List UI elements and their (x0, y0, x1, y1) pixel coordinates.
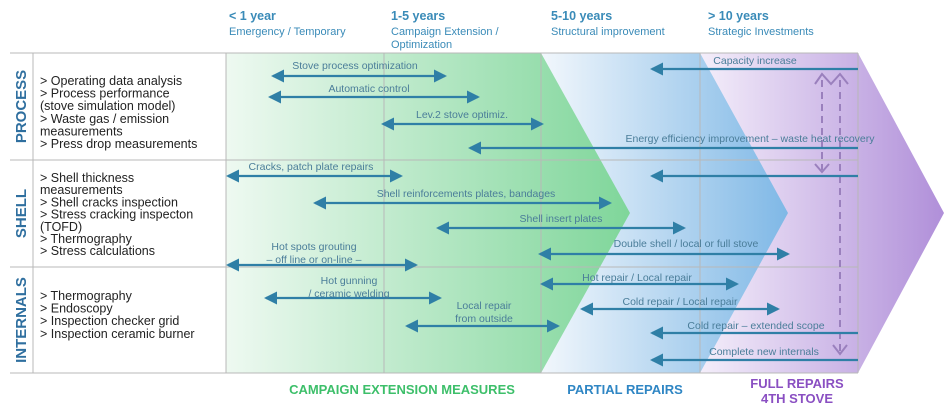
measure-arrow: Double shell / local or full stove (538, 238, 790, 261)
measure-label: Shell reinforcements plates, bandages (377, 188, 556, 200)
inspection-item: > Endoscopy (40, 302, 113, 316)
measure-label: Cold repair – extended scope (687, 320, 824, 332)
measure-label: – off line or on-line – (267, 254, 362, 266)
column-title: 1-5 years (391, 9, 445, 23)
column-subtitle: Optimization (391, 39, 452, 51)
inspection-item: > Stress cracking inspecton (40, 208, 193, 222)
measure-label: from outside (455, 313, 513, 325)
row-labels: PROCESS SHELL INTERNALS (13, 70, 30, 363)
inspection-item: measurements (40, 183, 123, 197)
column-title: 5-10 years (551, 9, 612, 23)
measure-arrow: Hot gunning/ ceramic welding (264, 275, 442, 305)
inspection-item: > Thermography (40, 232, 133, 246)
column-subtitle: Structural improvement (551, 26, 665, 38)
full-repairs-chevron (700, 53, 944, 373)
inspection-item: > Shell thickness (40, 171, 134, 185)
measure-label: Automatic control (328, 83, 409, 95)
measure-arrow: Shell reinforcements plates, bandages (313, 188, 612, 210)
inspection-item: > Waste gas / emission (40, 112, 169, 126)
row-label: INTERNALS (13, 277, 30, 363)
row-label: SHELL (13, 189, 30, 238)
measure-label: Cold repair / Local repair (623, 296, 738, 308)
measure-arrow: Hot spots grouting– off line or on-line … (226, 241, 418, 272)
category-label: 4TH STOVE (761, 391, 833, 406)
measure-label: Hot repair / Local repair (582, 272, 692, 284)
partial-repairs-chevron (541, 53, 788, 373)
inspection-lists: > Operating data analysis> Process perfo… (40, 74, 197, 341)
inspection-item: > Inspection ceramic burner (40, 327, 195, 341)
inspection-item: > Shell cracks inspection (40, 195, 178, 209)
measure-arrow: Energy efficiency improvement – waste he… (468, 133, 875, 155)
column-subtitle: Strategic Investments (708, 26, 814, 38)
measure-arrow: Cold repair – extended scope (650, 320, 858, 340)
measure-label: Double shell / local or full stove (614, 238, 759, 250)
measure-arrow: Cold repair / Local repair (580, 296, 780, 316)
measure-arrow: Automatic control (268, 83, 480, 104)
category-labels: CAMPAIGN EXTENSION MEASURES PARTIAL REPAI… (289, 376, 844, 406)
measure-label: Shell insert plates (520, 213, 603, 225)
measure-arrow: Hot repair / Local repair (540, 272, 739, 291)
measure-label: Energy efficiency improvement – waste he… (625, 133, 875, 145)
inspection-item: > Thermography (40, 289, 133, 303)
inspection-item: > Stress calculations (40, 244, 155, 258)
column-title: > 10 years (708, 9, 769, 23)
inspection-item: > Inspection checker grid (40, 314, 179, 328)
column-subtitle: Campaign Extension / (391, 26, 500, 38)
measure-arrow: Shell insert plates (436, 213, 686, 235)
measure-label: Complete new internals (709, 346, 819, 358)
measure-label: Hot spots grouting (271, 241, 356, 253)
measure-arrow: Cracks, patch plate repairs (226, 161, 403, 183)
category-label: PARTIAL REPAIRS (567, 382, 683, 397)
row-label: PROCESS (13, 70, 30, 143)
measure-label: Stove process optimization (292, 60, 418, 72)
measure-label: Capacity increase (713, 55, 797, 67)
inspection-item: (stove simulation model) (40, 99, 175, 113)
column-subtitle: Emergency / Temporary (229, 26, 346, 38)
dashed-loop-arrows (814, 72, 849, 356)
measure-label: Lev.2 stove optimiz. (416, 109, 508, 121)
inspection-item: (TOFD) (40, 220, 82, 234)
measure-arrow: Capacity increase (650, 55, 858, 76)
inspection-item: > Operating data analysis (40, 74, 182, 88)
measure-label: / ceramic welding (308, 288, 389, 300)
inspection-item: > Press drop measurements (40, 137, 197, 151)
measure-label: Cracks, patch plate repairs (249, 161, 374, 173)
category-label: CAMPAIGN EXTENSION MEASURES (289, 382, 515, 397)
category-label: FULL REPAIRS (750, 376, 844, 391)
measure-arrow: Stove process optimization (271, 60, 447, 83)
measure-arrow: Complete new internals (650, 346, 858, 367)
column-title: < 1 year (229, 9, 276, 23)
measure-label: Hot gunning (321, 275, 378, 287)
inspection-item: > Process performance (40, 87, 170, 101)
measure-arrow: Lev.2 stove optimiz. (381, 109, 544, 131)
inspection-item: measurements (40, 124, 123, 138)
measure-label: Local repair (457, 300, 512, 312)
